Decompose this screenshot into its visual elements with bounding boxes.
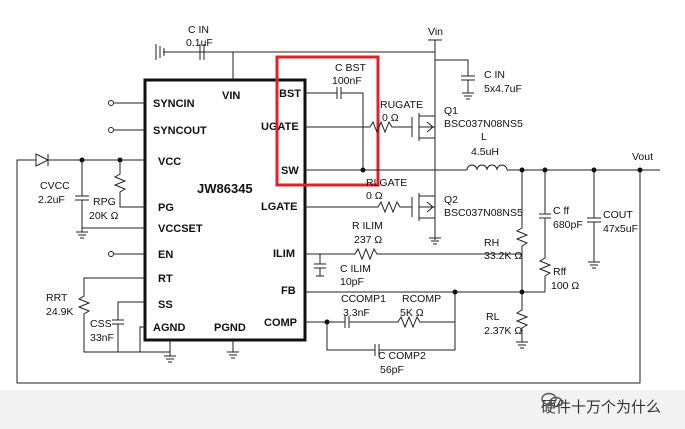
- vin-rail: [155, 39, 442, 240]
- rl-value: 2.37K Ω: [484, 325, 522, 337]
- pin-lgate: LGATE: [261, 201, 297, 213]
- inductor-value: 4.5uH: [471, 146, 499, 158]
- pin-en: EN: [158, 249, 173, 261]
- pin-rt: RT: [158, 273, 173, 285]
- cin-top-ref: C IN: [188, 24, 209, 36]
- cin-bulk-value: 5x4.7uF: [484, 83, 522, 95]
- pin-agnd: AGND: [153, 322, 185, 334]
- cilim-value: 10pF: [340, 276, 364, 288]
- sync-pins: [108, 100, 145, 257]
- cilim-ref: C ILIM: [340, 263, 371, 275]
- cvcc-value: 2.2uF: [38, 194, 65, 206]
- rff-ref: Rff: [553, 266, 566, 278]
- rugate-ref: RUGATE: [380, 99, 423, 111]
- rh-value: 33.2K Ω: [484, 250, 522, 262]
- cin-top-value: 0.1uF: [186, 37, 213, 49]
- pin-syncin: SYNCIN: [153, 98, 195, 110]
- q1-mosfet: [411, 113, 435, 141]
- inductor-ref: L: [481, 131, 487, 143]
- pin-bst: BST: [279, 88, 301, 100]
- watermark: 硬件十万个为什么: [541, 392, 661, 420]
- rlgate-ref: RLGATE: [366, 177, 407, 189]
- ic-body: [143, 78, 307, 342]
- cbst-cap: [305, 87, 364, 170]
- pin-vccset: VCCSET: [158, 223, 203, 235]
- ccomp1-value: 3.3nF: [343, 307, 370, 319]
- cout-value: 47x5uF: [603, 223, 638, 235]
- ic-name: JW86345: [197, 181, 253, 196]
- cvcc-ref: CVCC: [40, 180, 70, 192]
- sw-node: [305, 140, 660, 173]
- feedback-divider: [305, 167, 601, 349]
- ugate-path: [305, 120, 412, 134]
- cbst-ref: C BST: [335, 62, 367, 74]
- ilim-network: [305, 247, 522, 277]
- cbst-value: 100nF: [332, 75, 362, 87]
- vcc-network: [16, 153, 643, 384]
- cout-ref: COUT: [603, 209, 633, 221]
- comp-network: [305, 289, 458, 356]
- css-value: 33nF: [90, 332, 114, 344]
- rcomp-value: 5K Ω: [400, 307, 424, 319]
- lgate-path: [305, 170, 441, 245]
- q1-part: BSC037N08NS5: [444, 118, 523, 130]
- highlight-box: [275, 55, 380, 187]
- rilim-value: 237 Ω: [354, 234, 382, 246]
- pin-ugate: UGATE: [261, 121, 299, 133]
- rt-ss-network: [77, 277, 239, 363]
- pin-vcc: VCC: [158, 156, 181, 168]
- cff-value: 680pF: [553, 219, 583, 231]
- q2-part: BSC037N08NS5: [444, 207, 523, 219]
- cff-ref: C ff: [553, 205, 569, 217]
- rl-ref: RL: [486, 311, 500, 323]
- pin-ilim: ILIM: [273, 248, 295, 260]
- footer-bar: [0, 390, 685, 429]
- watermark-text: 硬件十万个为什么: [540, 397, 661, 416]
- pin-comp: COMP: [264, 317, 297, 329]
- pin-fb: FB: [281, 285, 296, 297]
- rh-ref: RH: [484, 237, 499, 249]
- wechat-icon: [541, 392, 563, 408]
- pin-sw: SW: [281, 165, 299, 177]
- css-ref: CSS: [90, 318, 112, 330]
- rpg-ref: RPG: [93, 196, 116, 208]
- rrt-value: 24.9K: [46, 306, 73, 318]
- cin-bulk-cap: [435, 59, 475, 100]
- rpg-value: 20K Ω: [89, 210, 119, 222]
- vout-label: Vout: [632, 151, 653, 163]
- rilim-ref: R ILIM: [352, 220, 383, 232]
- rrt-ref: RRT: [46, 292, 68, 304]
- rff-value: 100 Ω: [551, 280, 579, 292]
- ccomp2-ref: C COMP2: [378, 350, 426, 362]
- cin-bulk-ref: C IN: [484, 69, 505, 81]
- q1-ref: Q1: [444, 105, 458, 117]
- ccomp2-value: 56pF: [380, 364, 404, 376]
- rcomp-ref: RCOMP: [402, 293, 441, 305]
- ccomp1-ref: CCOMP1: [341, 293, 386, 305]
- pin-pgnd: PGND: [214, 322, 246, 334]
- vin-label: Vin: [428, 26, 443, 38]
- pin-pg: PG: [158, 202, 174, 214]
- pin-syncout: SYNCOUT: [153, 125, 207, 137]
- rugate-value: 0 Ω: [382, 112, 399, 124]
- pin-ss: SS: [158, 299, 173, 311]
- rlgate-value: 0 Ω: [366, 190, 383, 202]
- pin-vin: VIN: [222, 90, 240, 102]
- q2-ref: Q2: [444, 194, 458, 206]
